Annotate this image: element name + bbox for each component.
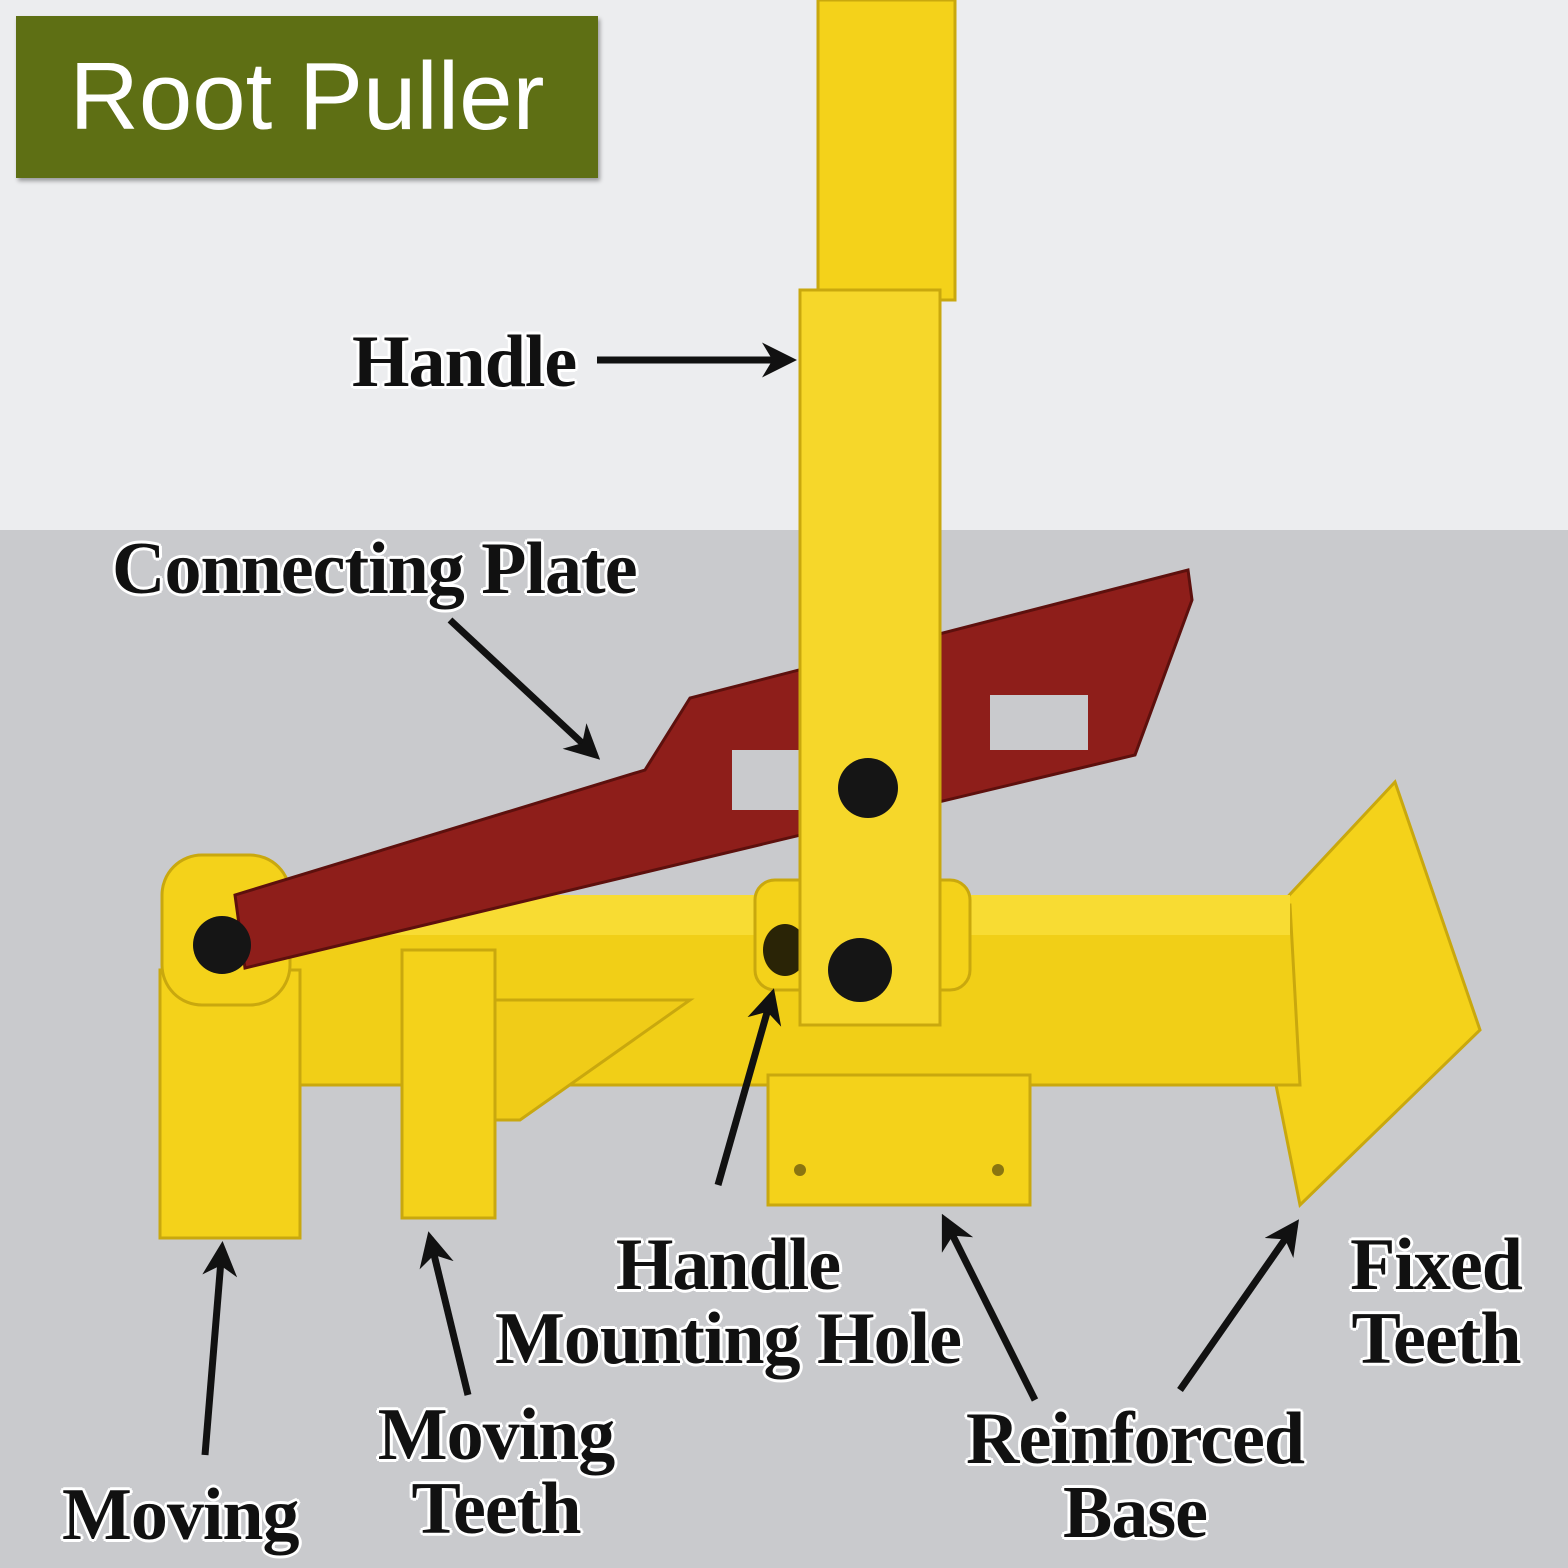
label-handle-mounting-hole-line1: Handle: [615, 1224, 841, 1306]
label-reinforced-base-line2: Base: [1063, 1472, 1208, 1554]
connecting-plate: [233, 568, 1194, 970]
label-moving-text: Moving: [62, 1474, 300, 1556]
root-puller-tool: [158, 0, 1482, 1240]
label-fixed-teeth-line2: Teeth: [1351, 1298, 1521, 1380]
moving-arrow: [201, 1241, 238, 1456]
mounting-hole: [763, 924, 807, 976]
callout-arrows: [201, 342, 1300, 1456]
label-moving-teeth-line2: Teeth: [411, 1468, 581, 1550]
label-moving: Moving: [62, 1474, 300, 1556]
label-reinforced-base: Reinforced Base: [950, 1402, 1320, 1550]
label-moving-teeth-line1: Moving: [377, 1394, 616, 1476]
label-fixed-teeth: Fixed Teeth: [1336, 1228, 1536, 1376]
moving-teeth-arrow: [419, 1231, 472, 1396]
handle-bolt-upper: [838, 758, 898, 818]
title-banner: Root Puller: [16, 16, 598, 178]
label-connecting-plate: Connecting Plate: [112, 528, 638, 610]
handle-bolt-lower: [828, 938, 892, 1002]
label-handle-mounting-hole-line2: Mounting Hole: [495, 1298, 962, 1380]
mounting-hole-arrow: [714, 988, 782, 1186]
label-handle-mounting-hole: Handle Mounting Hole: [488, 1228, 968, 1376]
label-handle-text: Handle: [352, 321, 577, 403]
title-text: Root Puller: [69, 43, 545, 150]
plate-slot-2: [990, 695, 1088, 750]
handle-upper-shaft: [816, 0, 957, 302]
base-screw-hole-right: [992, 1164, 1004, 1176]
moving-teeth-block: [400, 948, 497, 1220]
handle-sleeve: [798, 288, 942, 1027]
label-moving-teeth: Moving Teeth: [366, 1398, 626, 1546]
label-reinforced-base-line1: Reinforced: [966, 1398, 1305, 1480]
label-connecting-plate-text: Connecting Plate: [112, 528, 638, 610]
reinforced-base-arrow: [941, 1213, 1039, 1402]
label-fixed-teeth-line1: Fixed: [1350, 1224, 1523, 1306]
connecting-plate-arrow: [447, 617, 601, 760]
base-screw-hole-left: [794, 1164, 806, 1176]
label-handle: Handle: [352, 321, 577, 403]
reinforced-base-plate: [766, 1073, 1032, 1207]
pivot-bolt: [193, 916, 251, 974]
fixed-teeth-arrow: [1177, 1219, 1300, 1393]
moving-jaw-block: [158, 968, 302, 1240]
